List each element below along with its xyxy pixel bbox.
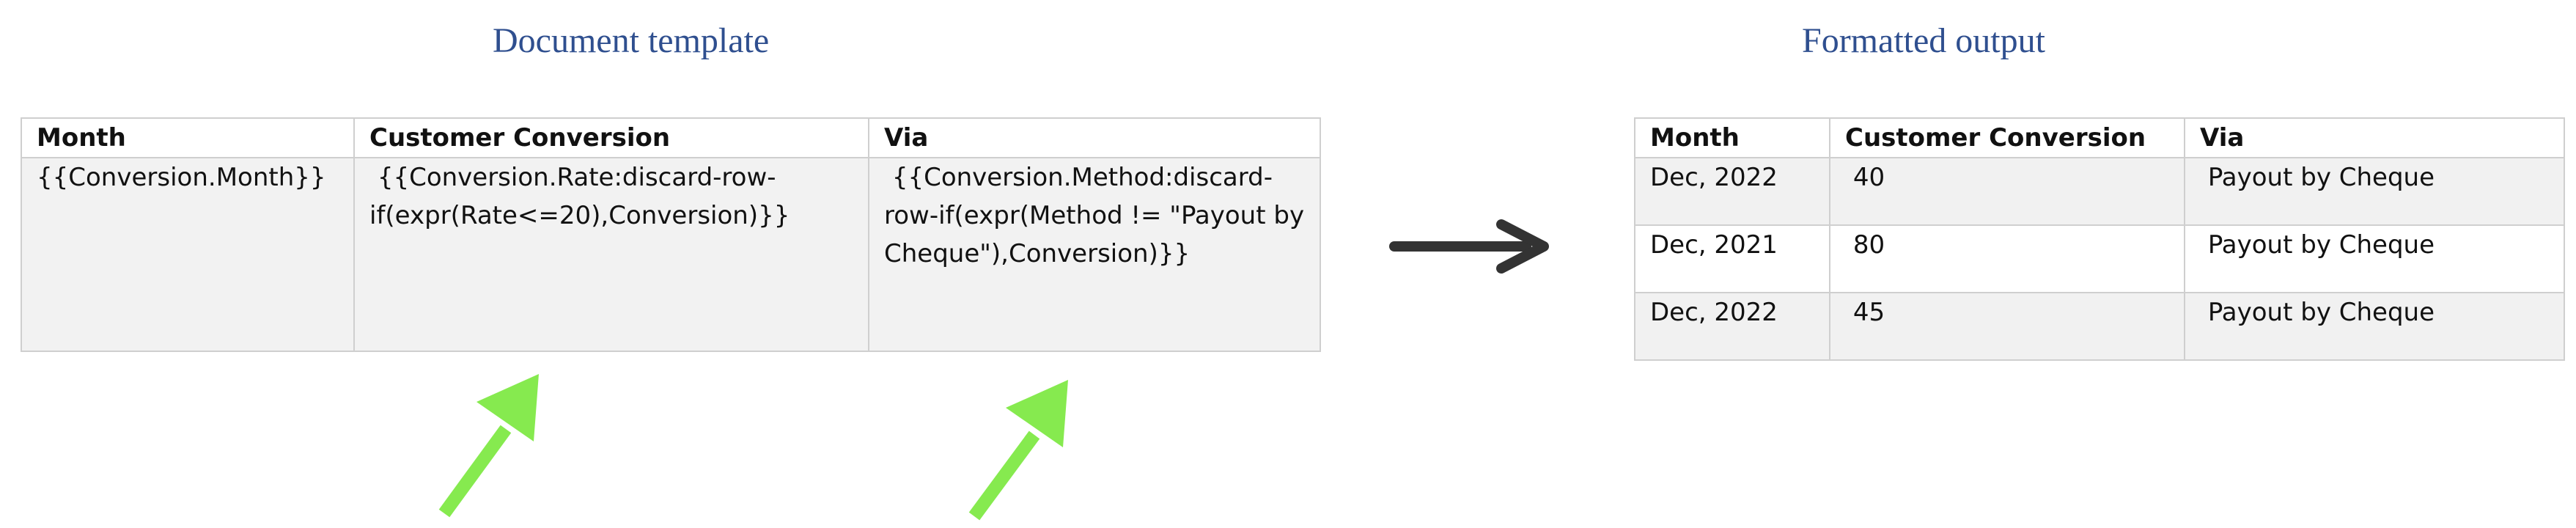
template-cell-month: {{Conversion.Month}} [21, 157, 355, 352]
up-right-arrow-icon [968, 380, 1068, 521]
output-heading: Formatted output [1802, 21, 2045, 60]
output-cell-month: Dec, 2022 [1634, 157, 1830, 226]
output-cell-conversion: 40 [1829, 157, 2185, 226]
output-cell-conversion: 80 [1829, 224, 2185, 293]
output-header-via: Via [2184, 117, 2565, 158]
output-header-row: Month Customer Conversion Via [1634, 117, 2565, 158]
output-cell-via: Payout by Cheque [2184, 292, 2565, 361]
output-header-month: Month [1634, 117, 1830, 158]
template-cell-conversion: {{Conversion.Rate:discard-row-if(expr(Ra… [353, 157, 869, 352]
up-right-arrow-icon [438, 374, 539, 518]
template-header-via: Via [868, 117, 1321, 158]
template-heading: Document template [493, 21, 770, 60]
template-cell-via: {{Conversion.Method:discard-row-if(expr(… [868, 157, 1321, 352]
output-table: Month Customer Conversion Via Dec, 2022 … [1634, 117, 2565, 361]
output-header-conversion: Customer Conversion [1829, 117, 2185, 158]
output-cell-via: Payout by Cheque [2184, 224, 2565, 293]
right-arrow-icon [1389, 219, 1549, 274]
template-row: {{Conversion.Month}} {{Conversion.Rate:d… [21, 157, 1321, 352]
output-cell-conversion: 45 [1829, 292, 2185, 361]
template-header-month: Month [21, 117, 355, 158]
template-header-conversion: Customer Conversion [353, 117, 869, 158]
output-cell-month: Dec, 2021 [1634, 224, 1830, 293]
output-row: Dec, 2021 80 Payout by Cheque [1634, 224, 2565, 293]
output-row: Dec, 2022 45 Payout by Cheque [1634, 292, 2565, 361]
template-header-row: Month Customer Conversion Via [21, 117, 1321, 158]
output-cell-via: Payout by Cheque [2184, 157, 2565, 226]
template-table: Month Customer Conversion Via {{Conversi… [21, 117, 1321, 352]
output-row: Dec, 2022 40 Payout by Cheque [1634, 157, 2565, 226]
output-cell-month: Dec, 2022 [1634, 292, 1830, 361]
